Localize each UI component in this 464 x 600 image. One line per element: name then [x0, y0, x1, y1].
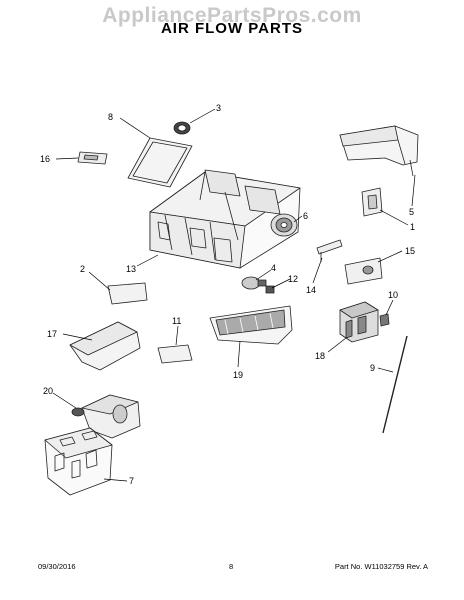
- leader-lines: [52, 108, 416, 482]
- callout-5: 5: [409, 207, 414, 217]
- callout-7: 7: [129, 476, 134, 486]
- callout-12: 12: [288, 274, 298, 284]
- part-12-connector: [265, 285, 275, 294]
- part-20-motor-assembly: [71, 394, 141, 439]
- callout-14: 14: [306, 285, 316, 295]
- callout-15: 15: [405, 246, 415, 256]
- part-13-housing: [149, 169, 301, 269]
- part-16-plate: [77, 151, 108, 165]
- callout-18: 18: [315, 351, 325, 361]
- callout-17: 17: [47, 329, 57, 339]
- callout-13: 13: [126, 264, 136, 274]
- callout-9: 9: [370, 363, 375, 373]
- part-1-bracket: [361, 187, 383, 217]
- part-14-strip: [316, 239, 343, 262]
- callout-20: 20: [43, 386, 53, 396]
- part-15-damper: [344, 257, 383, 285]
- footer-part-number: Part No. W11032759 Rev. A: [334, 562, 428, 571]
- part-7-cage: [44, 427, 113, 496]
- callout-11: 11: [172, 316, 181, 326]
- part-11-pad: [157, 344, 193, 364]
- callout-3: 3: [216, 103, 221, 113]
- callout-19: 19: [233, 370, 243, 380]
- part-10-clip: [379, 313, 390, 327]
- part-4-bulb: [241, 276, 267, 290]
- callout-6: 6: [303, 211, 308, 221]
- callout-2: 2: [80, 264, 85, 274]
- part-3-hub: [173, 121, 191, 135]
- part-2-plate: [107, 282, 148, 305]
- callout-16: 16: [40, 154, 50, 164]
- watermark: AppliancePartsPros.com: [102, 4, 362, 27]
- callout-10: 10: [388, 290, 398, 300]
- footer-date: 09/30/2016: [38, 562, 76, 571]
- part-19-filter-tray: [209, 305, 293, 345]
- page-title: AIR FLOW PARTS: [160, 20, 304, 37]
- part-17-vent-cover: [69, 321, 141, 371]
- part-18-motor: [339, 301, 379, 343]
- part-9-rod: [382, 335, 408, 434]
- footer-page-number: 8: [229, 562, 234, 571]
- part-5-duct: [339, 125, 419, 177]
- part-8-filter-frame: [127, 137, 193, 188]
- callout-1: 1: [410, 222, 415, 232]
- part-6-blower: [270, 213, 298, 237]
- callout-8: 8: [108, 112, 113, 122]
- callout-labels: 3 8 16 5 1 6 2 13 4 12 15 14 10 17 11 19…: [40, 103, 415, 486]
- callout-4: 4: [271, 263, 276, 273]
